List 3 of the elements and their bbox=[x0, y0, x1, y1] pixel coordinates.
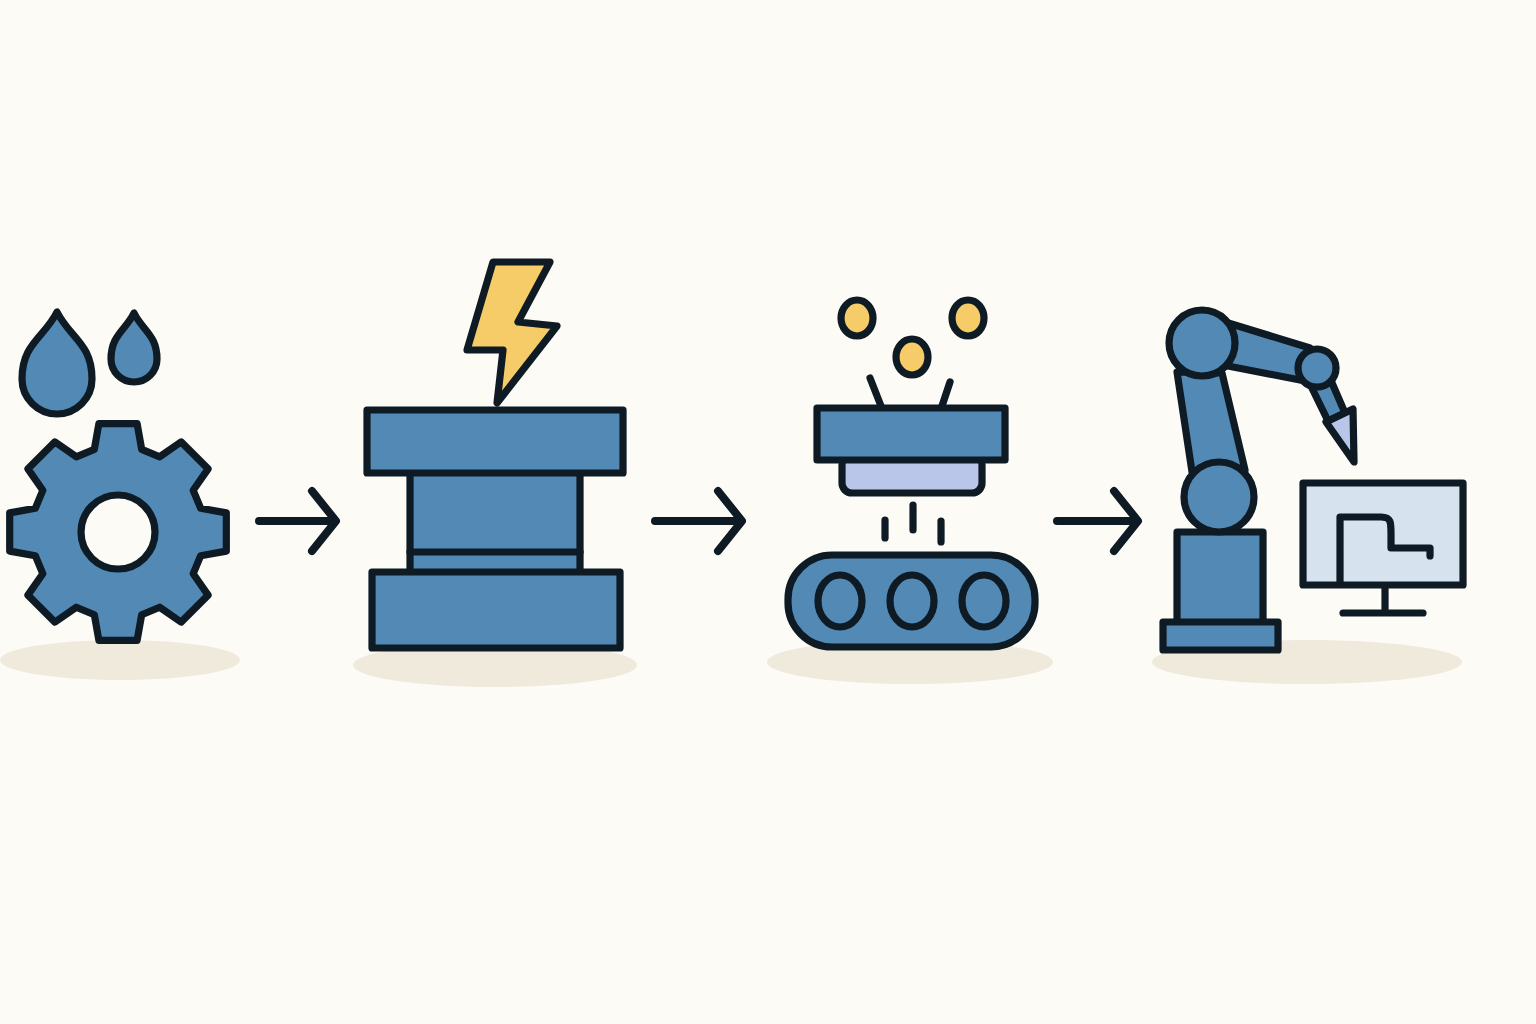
press-machine bbox=[353, 258, 637, 687]
gear-with-drops bbox=[0, 308, 240, 680]
robot-arm-with-monitor bbox=[1152, 306, 1467, 684]
